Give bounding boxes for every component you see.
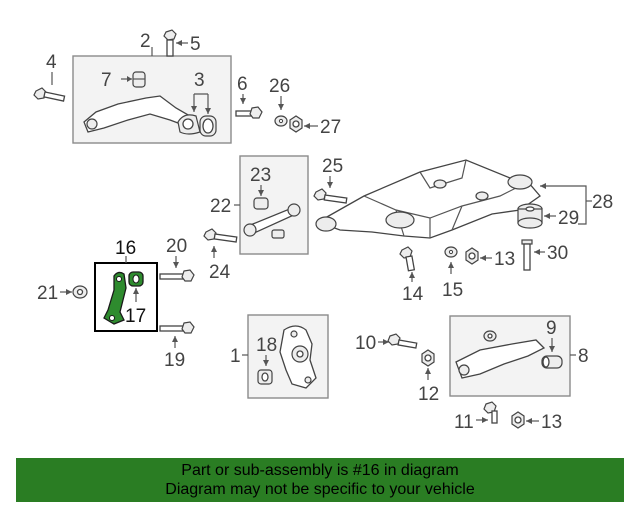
callout-26[interactable]: 26 [269,76,290,97]
callout-13-upper[interactable]: 13 [494,249,515,270]
bushing-7 [132,71,146,88]
nut-21: 21 [37,283,88,304]
callout-5[interactable]: 5 [190,34,201,55]
bolt-30: 30 [521,239,568,271]
group-box-22: 22 23 [210,155,309,255]
callout-19[interactable]: 19 [164,350,185,371]
lower-control-arm [455,339,546,379]
callout-3[interactable]: 3 [194,70,205,91]
callout-2[interactable]: 2 [140,31,151,52]
callout-9[interactable]: 9 [546,318,557,339]
bolt-14: 14 [399,246,424,305]
callout-22[interactable]: 22 [210,196,231,217]
callout-10[interactable]: 10 [355,333,376,354]
callout-24[interactable]: 24 [209,262,231,283]
callout-14[interactable]: 14 [402,284,424,305]
nut-13-lower: 13 [511,411,562,433]
bushing-3 [177,114,217,137]
nut-27: 27 [289,115,341,138]
callout-15[interactable]: 15 [442,280,463,301]
callout-27[interactable]: 27 [320,117,341,138]
callout-30[interactable]: 30 [547,243,568,264]
callout-17[interactable]: 17 [125,306,146,327]
nut-12: 12 [418,349,439,405]
group-box-2: 2 7 3 [72,31,232,144]
bolt-25: 25 [313,156,348,204]
banner-line-1: Part or sub-assembly is #16 in diagram [181,462,459,479]
callout-28[interactable]: 28 [592,192,613,213]
bolt-5: 5 [163,29,201,57]
washer-26: 26 [269,76,290,127]
group-box-1: 1 18 [230,314,329,399]
parts-diagram: 2 7 3 4 5 [33,29,613,433]
callout-12[interactable]: 12 [418,384,439,405]
callout-21[interactable]: 21 [37,283,58,304]
callout-25[interactable]: 25 [322,156,343,177]
callout-8[interactable]: 8 [578,346,589,367]
callout-20[interactable]: 20 [166,236,187,257]
info-banner: Part or sub-assembly is #16 in diagram D… [16,458,624,502]
bolt-19: 19 [159,321,195,371]
trailing-link-16 [103,271,127,325]
callout-18[interactable]: 18 [256,335,277,356]
banner-line-2: Diagram may not be specific to your vehi… [165,481,475,498]
highlight-box-16: 16 17 [94,238,158,332]
group-box-8: 8 9 [449,315,589,397]
callout-29[interactable]: 29 [558,208,579,229]
callout-11[interactable]: 11 [454,412,474,433]
washer-15: 15 [442,246,463,301]
callout-1[interactable]: 1 [230,346,241,367]
callout-7[interactable]: 7 [101,70,112,91]
bushing-17 [128,271,144,287]
bolt-11: 11 [454,401,498,433]
bolt-4: 4 [33,52,66,102]
callout-4[interactable]: 4 [46,52,57,73]
bolt-10: 10 [355,333,418,354]
bushing-29: 29 [517,203,579,229]
crossmember-28: 28 [315,159,613,239]
nut-13-upper: 13 [465,247,515,270]
callout-13-lower[interactable]: 13 [541,412,562,433]
bolt-20: 20 [159,236,195,282]
callout-6[interactable]: 6 [237,74,248,95]
callout-16[interactable]: 16 [115,238,136,259]
bolt-24: 24 [203,228,238,283]
bolt-6: 6 [235,74,263,119]
callout-23[interactable]: 23 [250,165,271,186]
